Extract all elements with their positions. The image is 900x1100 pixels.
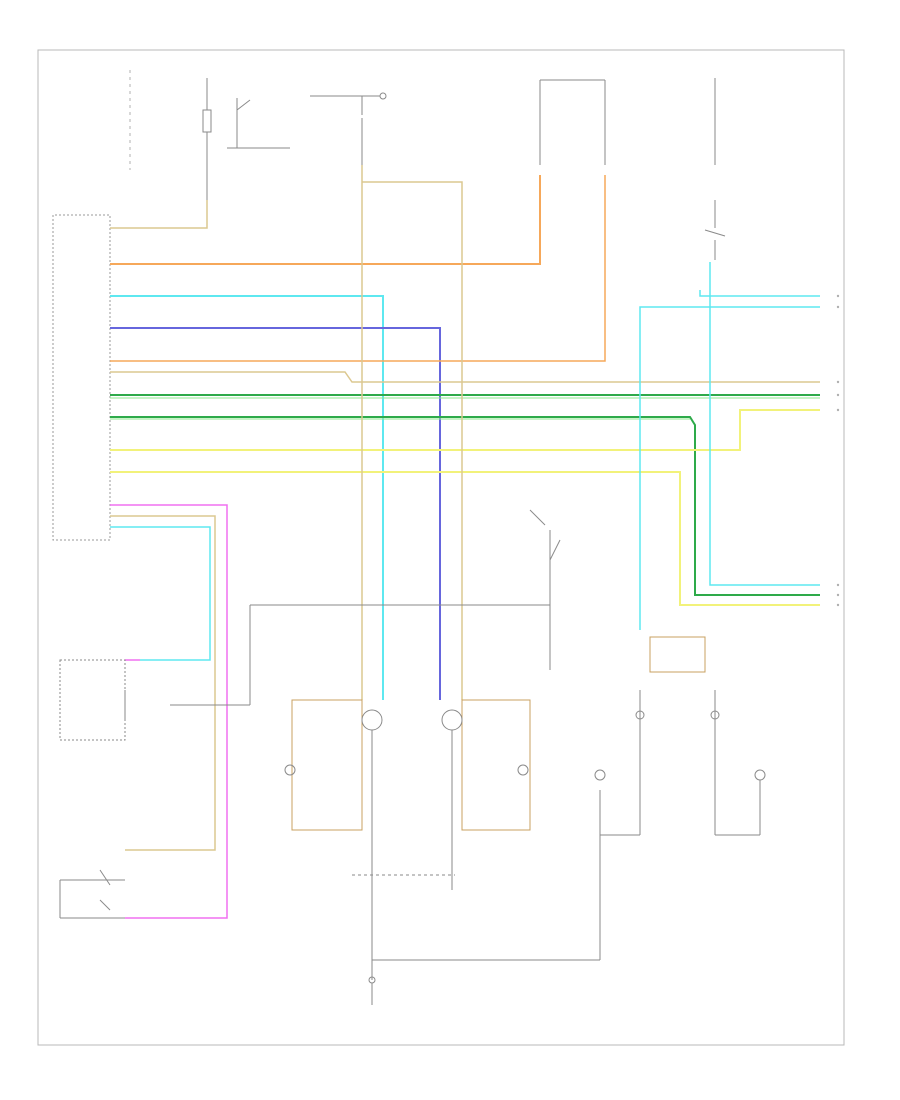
lamp-assembly-left xyxy=(284,699,383,980)
wire-pink xyxy=(110,504,228,919)
wire-lt-blue-left xyxy=(110,526,211,661)
wire-tan-across xyxy=(110,371,820,383)
diagram-frame xyxy=(37,49,845,1046)
right-lamps xyxy=(594,636,766,836)
wire-tan-top xyxy=(110,200,208,229)
wire-dk-green-2 xyxy=(110,416,820,596)
fuse-feed-3 xyxy=(539,79,606,165)
wire-lt-blue-right-1 xyxy=(699,290,820,297)
wire-orange-2 xyxy=(110,175,606,362)
wire-lt-blue-right-3 xyxy=(709,262,820,586)
fuse-feed-1 xyxy=(202,78,290,228)
ground-splice xyxy=(352,790,601,1005)
control-module xyxy=(52,214,111,541)
fuse-feed-4 xyxy=(704,78,726,260)
wire-lt-blue-right-2 xyxy=(639,306,820,630)
lamp-assembly-right xyxy=(441,699,531,890)
wire-orange xyxy=(110,175,541,265)
wire-lt-blue-1 xyxy=(110,295,384,700)
wire-yellow-2 xyxy=(110,471,820,606)
wire-yellow-1 xyxy=(110,409,820,451)
fuse-feed-2 xyxy=(310,92,387,165)
switch-right xyxy=(170,509,561,706)
wire-tan-left xyxy=(110,515,216,851)
right-terminators xyxy=(836,294,840,607)
left-lower-switch xyxy=(59,659,126,919)
wire-tan-vert-2 xyxy=(362,181,463,700)
wire-dk-blue xyxy=(110,327,441,700)
